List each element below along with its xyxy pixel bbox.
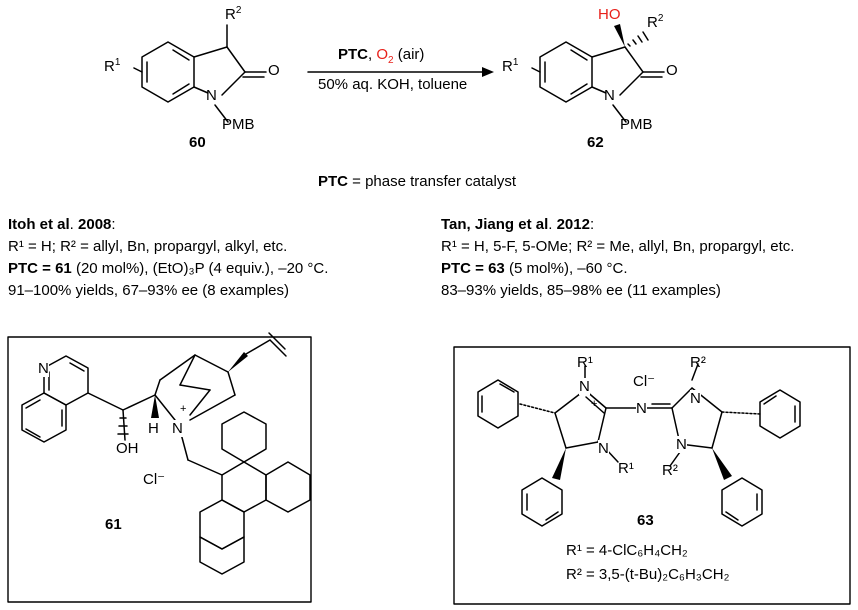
r1-label-60: R1 [104, 57, 121, 76]
reaction-arrow [307, 67, 494, 77]
quinuclidinium-n-label: N [172, 420, 183, 437]
ref-itoh-line2: PTC = 61 (20 mol%), (EtO)₃P (4 equiv.), … [8, 260, 329, 277]
h-label-61: H [148, 420, 159, 437]
catalyst-label-61: 61 [105, 516, 122, 533]
n-bridge-63: N [636, 400, 647, 417]
ptc-definition: PTC = phase transfer catalyst [318, 173, 517, 190]
r2-label-62: R2 [647, 13, 664, 32]
ref-tan-line1: R¹ = H, 5-F, 5-OMe; R² = Me, allyl, Bn, … [441, 238, 795, 255]
oxindole-62 [531, 24, 665, 123]
ref-tan-jiang: Tan, Jiang et al. 2012: R¹ = H, 5-F, 5-O… [441, 214, 794, 302]
ref-itoh-heading: Itoh et al. 2008: [8, 216, 116, 233]
oxindole-60 [133, 24, 267, 123]
plus-charge-61: + [180, 403, 187, 415]
r2-bottom-63: R² [662, 462, 678, 479]
pmb-label-62: PMB [620, 116, 653, 133]
r2-top-63: R² [690, 354, 706, 371]
ref-itoh-line1: R¹ = H; R² = allyl, Bn, propargyl, alkyl… [8, 238, 288, 255]
n-top-right-63: N [690, 390, 701, 407]
oxo-label-60: O [268, 62, 280, 79]
r2-label-60: R2 [225, 5, 242, 24]
ref-tan-line3: 83–93% yields, 85–98% ee (11 examples) [441, 282, 721, 299]
pmb-label-60: PMB [222, 116, 255, 133]
plus-charge-63: + [591, 398, 598, 410]
reagent-top: PTC, O2 (air) [338, 46, 425, 66]
r2-definition-63: R² = 3,5-(t-Bu)₂C₆H₃CH₂ [566, 566, 730, 583]
ref-tan-line2: PTC = 63 (5 mol%), –60 °C. [441, 260, 628, 277]
catalyst-61-structure [21, 332, 311, 575]
catalyst-label-63: 63 [637, 512, 654, 529]
ref-itoh: Itoh et al. 2008: R¹ = H; R² = allyl, Bn… [8, 214, 328, 302]
counterion-63: Cl⁻ [633, 373, 656, 390]
compound-label-60: 60 [189, 134, 206, 151]
oh-label-61: OH [116, 440, 139, 457]
n-label-62: N [604, 87, 615, 104]
r1-definition-63: R¹ = 4-ClC₆H₄CH₂ [566, 542, 688, 559]
oxo-label-62: O [666, 62, 678, 79]
n-bottom-right-63: N [676, 436, 687, 453]
counterion-61: Cl⁻ [143, 471, 166, 488]
r1-label-62: R1 [502, 57, 519, 76]
r1-bottom-63: R¹ [618, 460, 634, 477]
r1-top-63: R¹ [577, 354, 593, 371]
n-bottom-left-63: N [598, 440, 609, 457]
n-label-60: N [206, 87, 217, 104]
compound-label-62: 62 [587, 134, 604, 151]
frame-63 [453, 346, 851, 605]
ref-tan-heading: Tan, Jiang et al. 2012: [441, 216, 595, 233]
n-top-left-63: N [579, 378, 590, 395]
quinoline-n-label: N [38, 360, 49, 377]
hydroxy-label-62: HO [598, 6, 621, 23]
frame-61 [7, 336, 312, 603]
ref-itoh-line3: 91–100% yields, 67–93% ee (8 examples) [8, 282, 290, 299]
reagent-bottom: 50% aq. KOH, toluene [318, 76, 468, 93]
